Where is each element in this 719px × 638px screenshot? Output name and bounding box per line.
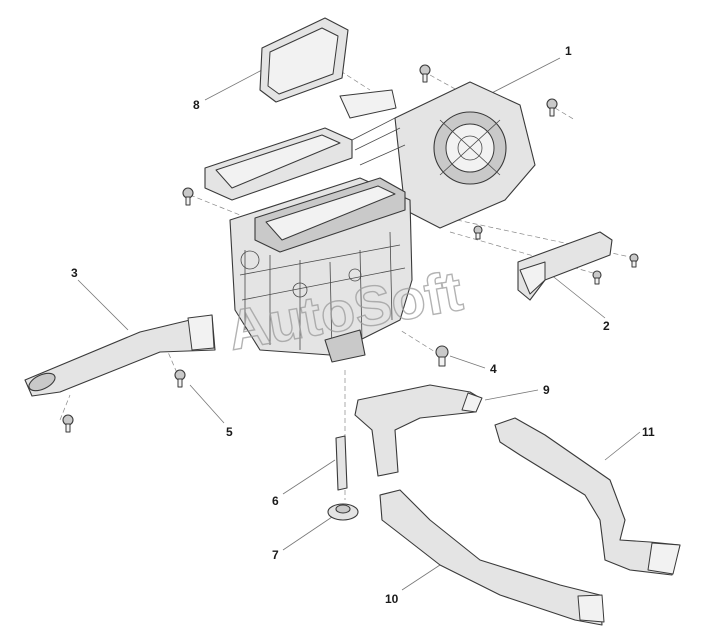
callout-11: 11 (642, 425, 655, 439)
callout-7: 7 (272, 548, 279, 562)
callout-10: 10 (385, 592, 399, 606)
callout-3: 3 (71, 266, 78, 280)
screw-icon (592, 270, 602, 285)
screw-icon (473, 225, 483, 240)
screw-icon (419, 64, 431, 83)
callout-6: 6 (272, 494, 279, 508)
callout-1: 1 (565, 44, 572, 58)
callout-5: 5 (226, 425, 233, 439)
screw-icon (62, 414, 74, 433)
callout-9: 9 (543, 383, 550, 397)
grommet-part-7 (327, 503, 359, 521)
short-duct-part-9 (354, 384, 483, 477)
screws (62, 64, 639, 433)
screw-icon (629, 253, 639, 268)
heater-housing-part-1 (204, 81, 536, 363)
gasket-frame-part-8 (259, 17, 349, 103)
floor-duct-part-10 (379, 489, 605, 626)
screw-part-5 (174, 369, 186, 388)
long-duct-part-3 (24, 314, 216, 397)
plate-part-6 (335, 435, 348, 491)
screw-icon (546, 98, 558, 117)
screw-part-4 (435, 345, 449, 367)
screw-icon (182, 187, 194, 206)
leader-lines (77, 57, 641, 591)
callout-2: 2 (603, 319, 610, 333)
callout-4: 4 (490, 362, 497, 376)
callout-8: 8 (193, 98, 200, 112)
callout-labels: 1 2 3 4 5 6 7 8 9 10 11 (71, 44, 655, 606)
floor-duct-part-11 (494, 417, 681, 576)
side-duct-part-2 (517, 231, 613, 301)
